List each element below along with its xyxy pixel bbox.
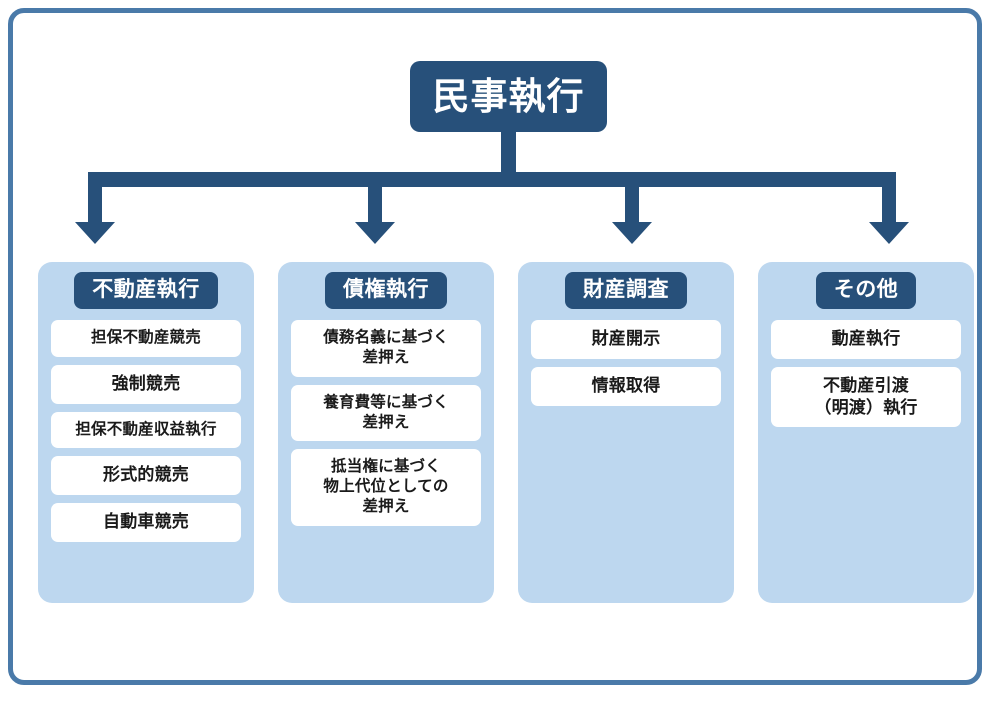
category-item-list-3: 財産開示 情報取得 bbox=[531, 320, 721, 406]
down-arrow-icon-1 bbox=[75, 172, 115, 247]
down-arrow-icon-2 bbox=[355, 172, 395, 247]
category-panel-claim-execution[interactable]: 債権執行 債務名義に基づく差押え 養育費等に基づく差押え 抵当権に基づく物上代位… bbox=[278, 262, 494, 603]
list-item[interactable]: 自動車競売 bbox=[51, 503, 241, 542]
root-stem-connector bbox=[501, 130, 516, 174]
list-item[interactable]: 不動産引渡（明渡）執行 bbox=[771, 366, 961, 428]
list-item[interactable]: 債務名義に基づく差押え bbox=[291, 320, 481, 377]
category-header-claim-execution: 債権執行 bbox=[325, 272, 447, 310]
down-arrow-icon-4 bbox=[869, 172, 909, 247]
list-item[interactable]: 動産執行 bbox=[771, 320, 961, 359]
category-panel-others[interactable]: その他 動産執行 不動産引渡（明渡）執行 bbox=[758, 262, 974, 603]
list-item[interactable]: 強制競売 bbox=[51, 364, 241, 404]
outer-frame-border bbox=[8, 8, 982, 685]
category-item-list-1: 担保不動産競売 強制競売 担保不動産収益執行 形式的競売 自動車競売 bbox=[51, 320, 241, 542]
category-header-others: その他 bbox=[815, 272, 917, 310]
category-panel-asset-investigation[interactable]: 財産調査 財産開示 情報取得 bbox=[518, 262, 734, 603]
root-node-civil-execution[interactable]: 民事執行 bbox=[410, 61, 607, 132]
list-item[interactable]: 担保不動産収益執行 bbox=[51, 411, 241, 449]
category-item-list-4: 動産執行 不動産引渡（明渡）執行 bbox=[771, 320, 961, 428]
horizontal-distribution-bar bbox=[95, 172, 889, 187]
category-header-real-estate-execution: 不動産執行 bbox=[74, 272, 218, 310]
list-item[interactable]: 財産開示 bbox=[531, 320, 721, 359]
list-item[interactable]: 養育費等に基づく差押え bbox=[291, 384, 481, 442]
list-item[interactable]: 形式的競売 bbox=[51, 456, 241, 496]
list-item[interactable]: 抵当権に基づく物上代位としての差押え bbox=[291, 449, 481, 526]
list-item[interactable]: 情報取得 bbox=[531, 366, 721, 406]
category-header-asset-investigation: 財産調査 bbox=[565, 272, 687, 310]
list-item[interactable]: 担保不動産競売 bbox=[51, 320, 241, 357]
category-panel-real-estate-execution[interactable]: 不動産執行 担保不動産競売 強制競売 担保不動産収益執行 形式的競売 自動車競売 bbox=[38, 262, 254, 603]
down-arrow-icon-3 bbox=[612, 172, 652, 247]
category-item-list-2: 債務名義に基づく差押え 養育費等に基づく差押え 抵当権に基づく物上代位としての差… bbox=[291, 320, 481, 526]
root-node-label: 民事執行 bbox=[432, 76, 585, 117]
